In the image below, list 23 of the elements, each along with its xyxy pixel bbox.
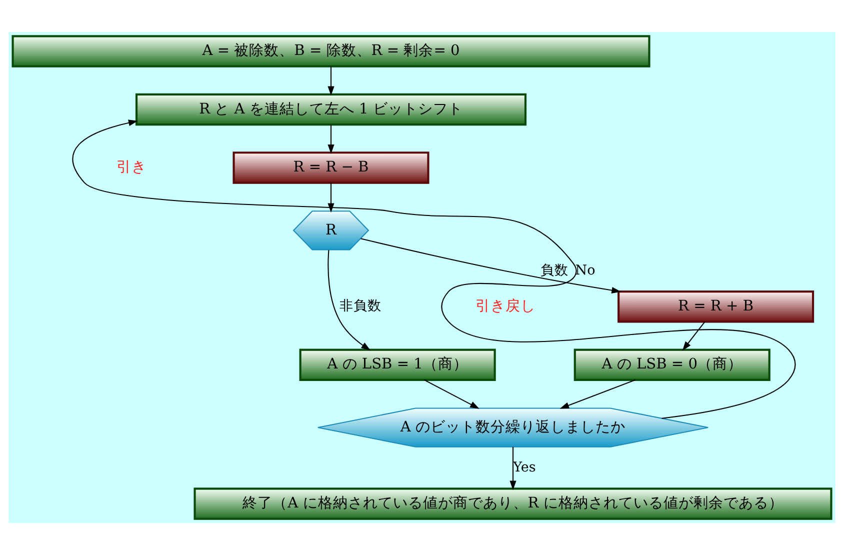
- arrow: [72, 119, 796, 418]
- arrow: [328, 182, 334, 212]
- label: 引き: [116, 158, 146, 176]
- edge-label: Yes: [513, 458, 536, 475]
- edge-label: 負数: [540, 262, 569, 278]
- edge-label: 非負数: [340, 298, 382, 314]
- arrow: [560, 378, 636, 408]
- arrow: [328, 124, 334, 154]
- node-box: A = 被除数、B = 除数、R = 剰余= 0: [12, 34, 650, 67]
- node-box: A の LSB = 1（商）: [299, 348, 496, 380]
- node-box: R = R − B: [232, 151, 430, 184]
- node-box: 終了（A に格納されている値が商であり、R に格納されている値が剰余である）: [194, 487, 832, 520]
- arrow: [360, 238, 622, 293]
- arrow: [682, 321, 706, 350]
- edge-label: No: [575, 262, 596, 278]
- node-box: R = R + B: [618, 290, 814, 322]
- arrow: [328, 66, 334, 96]
- arrow: [424, 379, 480, 408]
- arrow: [328, 250, 371, 350]
- label: 引き戻し: [476, 296, 536, 314]
- node-box: R と A を連結して左へ 1 ビットシフト: [135, 92, 527, 126]
- arrow: [510, 446, 516, 490]
- node-box: A の LSB = 0（商）: [574, 348, 770, 380]
